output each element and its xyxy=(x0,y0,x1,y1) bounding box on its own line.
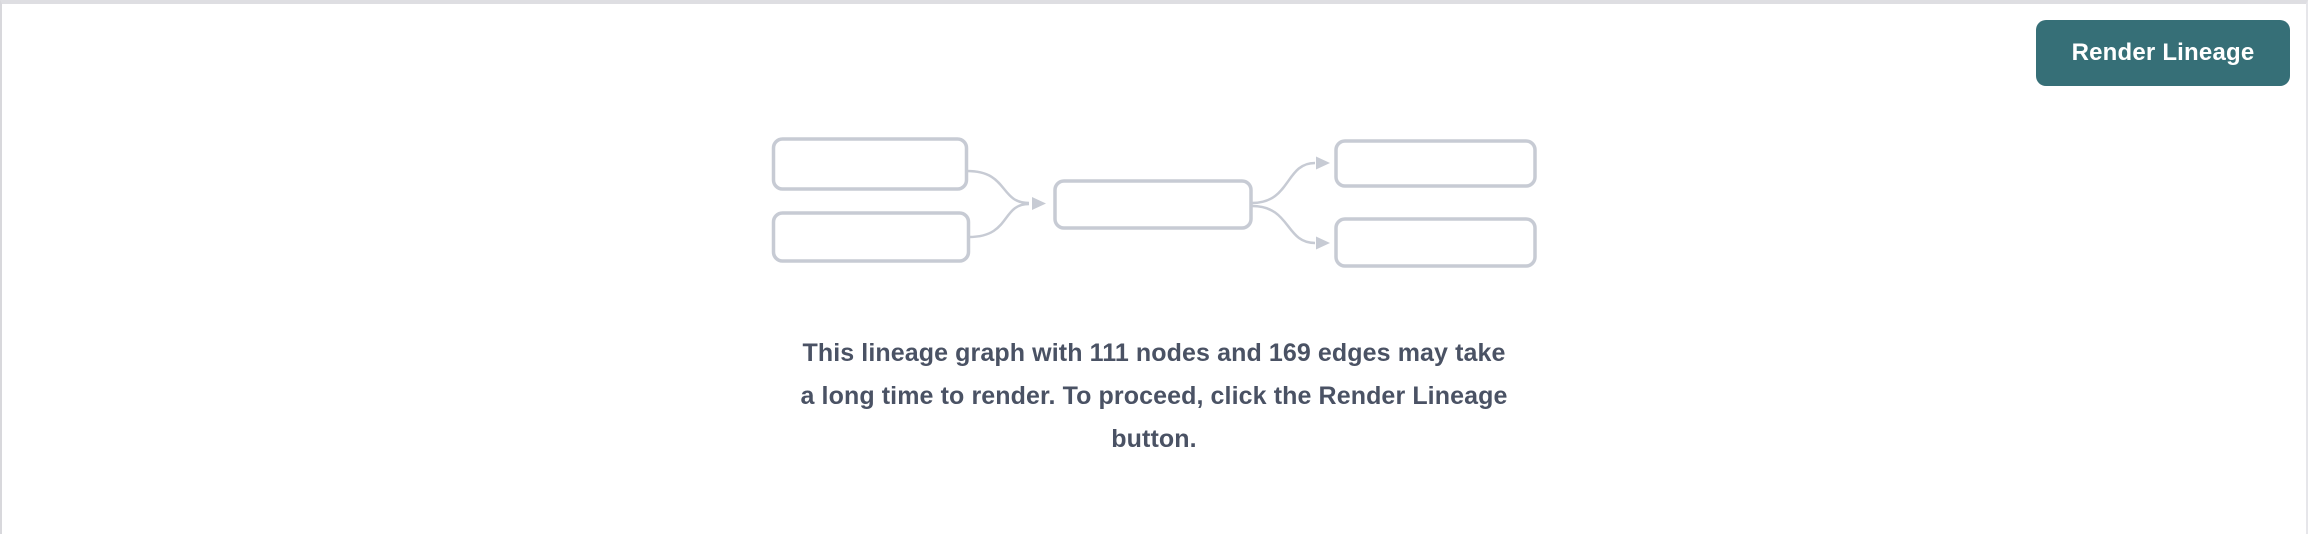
node-bottom-left xyxy=(771,211,971,263)
node-center xyxy=(1053,179,1253,230)
arrowhead-center xyxy=(1032,197,1046,210)
edge-center-to-bottom-right xyxy=(1251,204,1316,245)
node-top-right xyxy=(1334,139,1537,188)
lineage-graph-placeholder-icon xyxy=(771,137,1537,268)
arrowhead-bottom-right xyxy=(1316,236,1330,250)
edge-center-to-top-right xyxy=(1251,161,1316,205)
node-top-left xyxy=(771,137,969,191)
edge-bottom-left-to-center xyxy=(968,202,1030,239)
lineage-warning-message: This lineage graph with 111 nodes and 16… xyxy=(801,332,1508,461)
edge-top-left-to-center xyxy=(966,169,1030,205)
arrowhead-top-right xyxy=(1316,156,1330,170)
node-bottom-right xyxy=(1334,217,1537,268)
lineage-placeholder-content: This lineage graph with 111 nodes and 16… xyxy=(2,136,2306,461)
message-line-1: This lineage graph with 111 nodes and 16… xyxy=(802,339,1506,367)
render-lineage-button[interactable]: Render Lineage xyxy=(2036,20,2290,86)
message-line-2: a long time to render. To proceed, click… xyxy=(800,382,1508,410)
message-line-3: button. xyxy=(1111,425,1197,453)
